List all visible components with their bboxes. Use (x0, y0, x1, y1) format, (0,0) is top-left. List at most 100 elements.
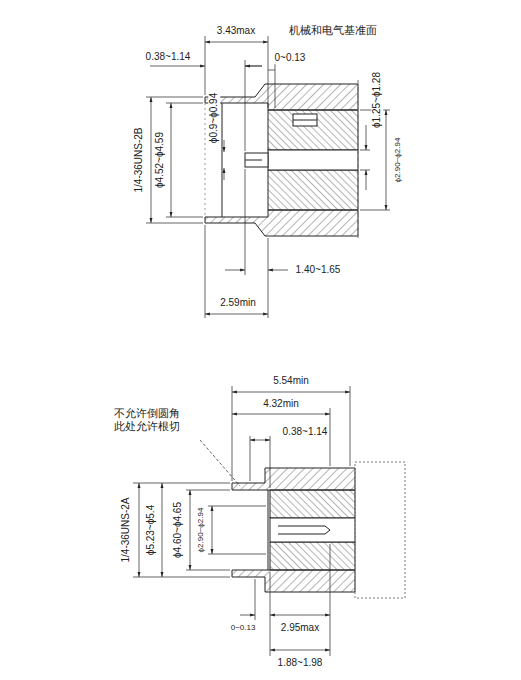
dimension-label: 1.88~1.98 (277, 657, 324, 669)
dimension-label: ϕ4.52~ϕ4.59 (154, 131, 166, 189)
drawing-stroke (330, 544, 331, 656)
drawing-stroke (270, 490, 355, 518)
drawing-stroke (225, 270, 245, 271)
drawing-stroke (268, 170, 358, 210)
drawing-stroke (224, 140, 225, 152)
dimension-label: ϕ1.25~ϕ1.28 (371, 71, 383, 129)
drawing-stroke (205, 36, 206, 95)
drawing-stroke (205, 84, 358, 110)
dimension-label: 0.38~1.14 (145, 51, 192, 63)
drawing-stroke (270, 572, 271, 656)
drawing-stroke (150, 66, 205, 67)
drawing-stroke (200, 440, 240, 486)
drawing-stroke (232, 414, 330, 415)
drawing-stroke (270, 518, 355, 542)
drawing-stroke (270, 615, 330, 616)
drawing-stroke (255, 579, 256, 620)
dimension-label: 机械和电气基准面 (288, 24, 378, 37)
drawing-stroke (268, 70, 275, 71)
dimension-label: 1.40~1.65 (295, 264, 342, 276)
drawing-stroke (245, 60, 246, 151)
drawing-stroke (270, 542, 355, 570)
drawing-stroke (278, 526, 330, 534)
dimension-label: ϕ0.9~ϕ0.94 (208, 92, 220, 144)
female-interface (205, 80, 358, 240)
drawing-stroke (366, 170, 367, 190)
dimension-label: 3.43max (216, 25, 256, 37)
dimension-label: 2.95max (280, 622, 320, 634)
drawing-stroke (268, 238, 269, 275)
drawing-stroke (186, 490, 230, 491)
drawing-stroke (162, 483, 163, 577)
drawing-stroke (133, 577, 230, 578)
drawing-stroke (139, 483, 140, 577)
drawing-stroke (151, 97, 152, 223)
drawing-stroke (166, 217, 203, 218)
drawing-stroke (205, 210, 358, 236)
drawing-stroke (205, 103, 206, 217)
drawing-stroke (268, 275, 269, 318)
drawing-stroke (268, 110, 358, 150)
dimension-label: 5.54min (272, 375, 310, 387)
drawing-stroke (293, 114, 317, 126)
drawing-stroke (245, 169, 246, 275)
drawing-stroke (232, 570, 355, 592)
drawing-stroke (350, 386, 351, 466)
drawing-stroke (270, 650, 330, 651)
drawing-stroke (245, 160, 262, 161)
drawing-stroke (355, 462, 405, 598)
drawing-stroke (250, 436, 251, 481)
drawing-stroke (245, 66, 262, 67)
drawing-stroke (268, 150, 358, 170)
drawing-stroke (224, 168, 225, 180)
drawing-stroke (146, 223, 203, 224)
dimension-label: 0.38~1.14 (282, 426, 329, 438)
drawing-stroke (146, 97, 203, 98)
dimension-label: 2.59min (219, 297, 257, 309)
drawing-stroke (240, 615, 255, 616)
drawing-stroke (268, 270, 288, 271)
drawing-stroke (133, 483, 230, 484)
dimension-label: 1/4-36UNS-2A (120, 496, 132, 563)
drawing-stroke (358, 80, 359, 240)
drawing-stroke (270, 436, 271, 488)
drawing-stroke (232, 392, 350, 393)
drawing-stroke (208, 554, 266, 555)
dimension-label: ϕ4.60~ϕ4.65 (172, 501, 184, 559)
drawing-stroke (268, 490, 269, 570)
note-text: 不允许倒圆角 此处允许根切 (113, 407, 187, 432)
dimension-label: 4.32min (262, 398, 300, 410)
dimension-label: ϕ2.90~ϕ2.94 (196, 507, 205, 554)
drawing-stroke (330, 408, 331, 466)
dimension-label: ϕ2.90~ϕ2.94 (393, 137, 402, 184)
drawing-stroke (275, 60, 276, 108)
drawing-stroke (205, 42, 268, 43)
drawing-stroke (366, 125, 367, 150)
drawing-stroke (360, 150, 370, 151)
drawing-stroke (222, 103, 223, 217)
drawing-stroke (245, 66, 262, 67)
dimension-label: 0~0.13 (230, 623, 257, 632)
drawing-stroke (208, 506, 266, 507)
dimension-label: 0~0.13 (274, 52, 307, 64)
drawing-stroke (205, 314, 268, 315)
drawing-stroke (190, 490, 191, 570)
drawing-stroke (205, 225, 206, 318)
dimension-label: ϕ5.23~ϕ5.4 (145, 504, 157, 556)
drawing-stroke (166, 103, 203, 104)
dimension-label: 1/4-36UNS-2B (133, 126, 145, 193)
male-interface (232, 462, 405, 598)
drawing-stroke (212, 506, 213, 554)
drawing-stroke (232, 468, 355, 490)
female-dimensions (146, 36, 390, 318)
drawing-stroke (360, 210, 390, 211)
drawing-stroke (171, 103, 172, 217)
drawing-stroke (232, 386, 233, 481)
drawing-stroke (360, 170, 370, 171)
drawing-stroke (386, 110, 387, 210)
drawing-stroke (293, 120, 317, 121)
drawing-stroke (186, 570, 230, 571)
drawing-stroke (245, 153, 268, 167)
